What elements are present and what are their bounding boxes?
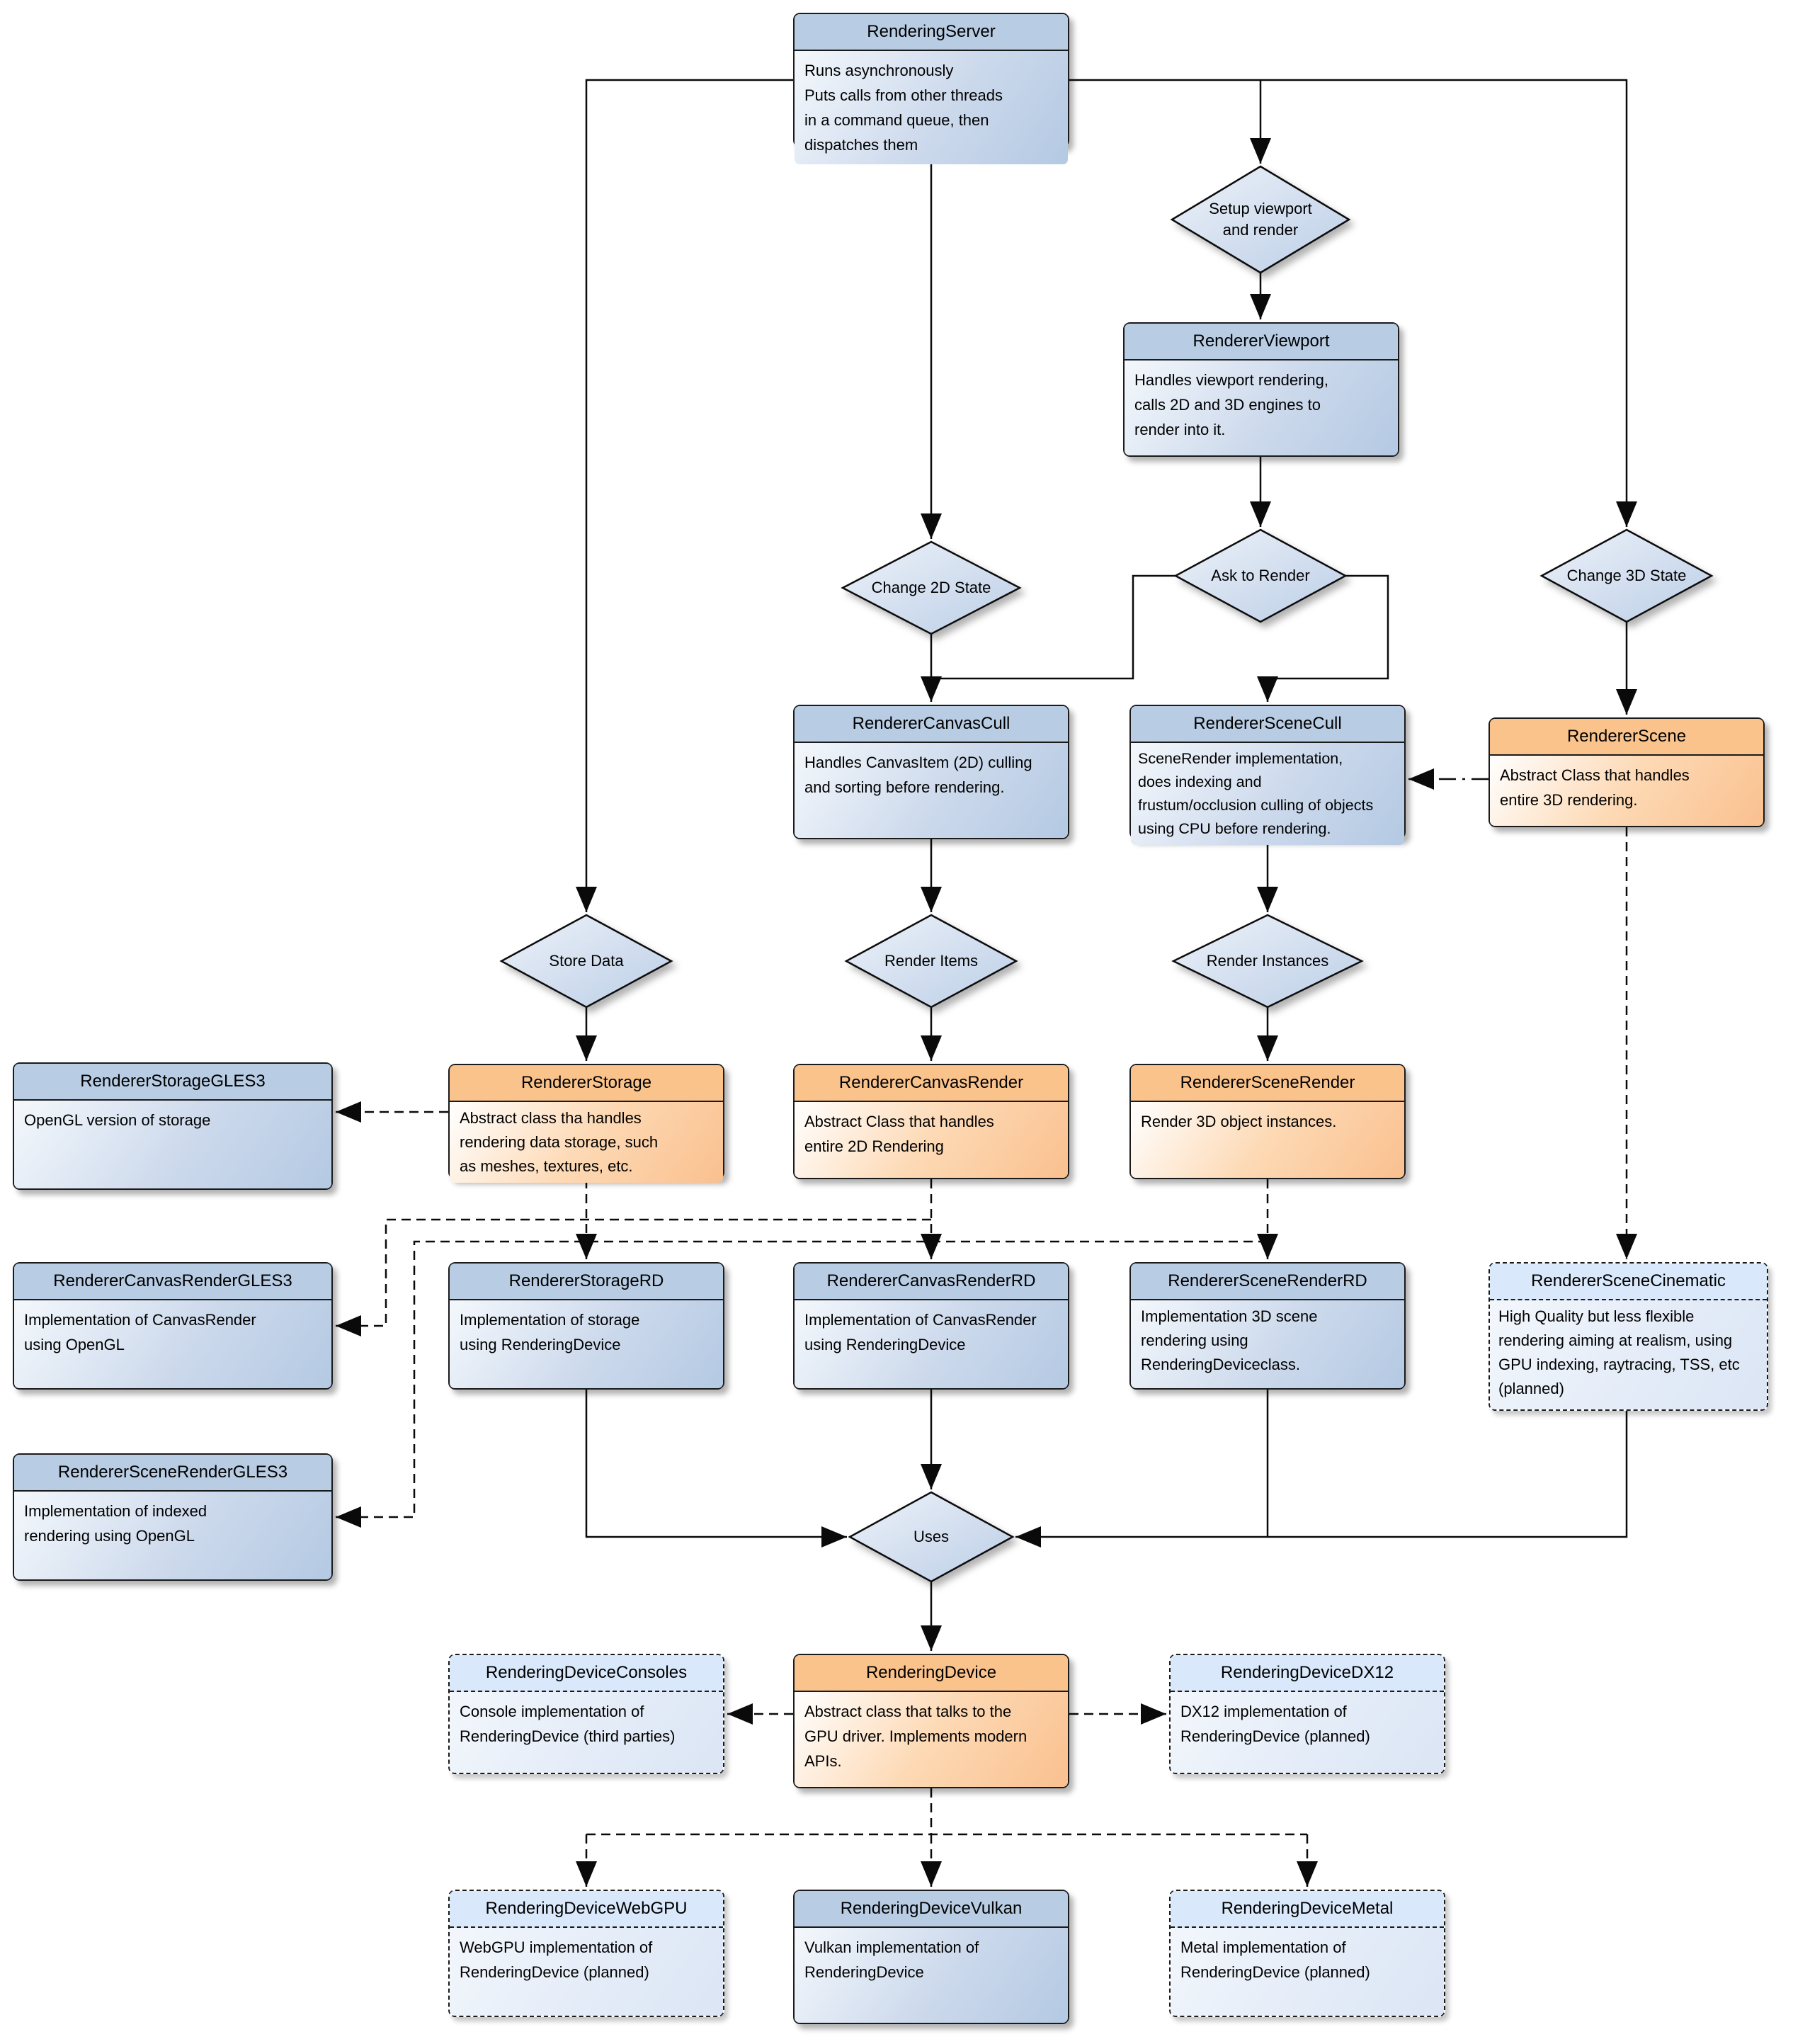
node-body: Implementation 3D scene rendering using …	[1131, 1300, 1404, 1388]
node-title: RendererSceneRenderGLES3	[14, 1455, 331, 1492]
node-body: Implementation of storage using Renderin…	[450, 1300, 723, 1388]
node-title: RendererCanvasRenderGLES3	[14, 1264, 331, 1300]
node-title: RenderingDeviceWebGPU	[450, 1891, 723, 1928]
node-title: RenderingDevice	[795, 1655, 1068, 1692]
node-title: RendererSceneRender	[1131, 1065, 1404, 1102]
node-title: RendererCanvasCull	[795, 706, 1068, 743]
diamond-label-uses: Uses	[913, 1528, 950, 1545]
node-renderer-scene-render-rd: RendererSceneRenderRD Implementation 3D …	[1129, 1262, 1406, 1390]
node-title: RendererSceneCinematic	[1490, 1264, 1767, 1300]
diamond-label-store-data: Store Data	[549, 952, 624, 970]
node-title: RenderingDeviceMetal	[1171, 1891, 1444, 1928]
node-body: Abstract Class that handles entire 2D Re…	[795, 1102, 1068, 1178]
node-title: RendererCanvasRender	[795, 1065, 1068, 1102]
node-body: Implementation of CanvasRender using Ope…	[14, 1300, 331, 1388]
node-title: RendererCanvasRenderRD	[795, 1264, 1068, 1300]
node-body: WebGPU implementation of RenderingDevice…	[450, 1928, 723, 2016]
diamond-ask-to-render	[1173, 528, 1348, 623]
node-body: Metal implementation of RenderingDevice …	[1171, 1928, 1444, 2016]
diamond-change-2d-state	[841, 540, 1022, 635]
solid-edges	[576, 79, 1637, 1651]
diamond-label-change-2d-state: Change 2D State	[871, 579, 991, 596]
diamond-store-data	[499, 914, 673, 1009]
node-body: Implementation of indexed rendering usin…	[14, 1492, 331, 1579]
diamond-render-instances	[1171, 914, 1364, 1009]
node-rendering-device: RenderingDevice Abstract class that talk…	[793, 1654, 1069, 1788]
node-body: SceneRender implementation, does indexin…	[1131, 743, 1404, 845]
diamond-label-ask-to-render: Ask to Render	[1211, 567, 1310, 584]
node-renderer-scene-render: RendererSceneRender Render 3D object ins…	[1129, 1064, 1406, 1179]
node-rendering-device-webgpu: RenderingDeviceWebGPU WebGPU implementat…	[448, 1890, 724, 2017]
diamond-change-3d-state	[1539, 528, 1714, 623]
node-rendering-server: RenderingServer Runs asynchronously Puts…	[793, 13, 1069, 164]
node-title: RendererStorage	[450, 1065, 723, 1102]
node-title: RenderingDeviceDX12	[1171, 1655, 1444, 1692]
node-body: Handles CanvasItem (2D) culling and sort…	[795, 743, 1068, 838]
diamond-label-change-3d-state: Change 3D State	[1566, 567, 1687, 584]
node-renderer-canvas-render-rd: RendererCanvasRenderRD Implementation of…	[793, 1262, 1069, 1390]
node-renderer-scene-cull: RendererSceneCull SceneRender implementa…	[1129, 705, 1406, 845]
node-title: RendererStorageGLES3	[14, 1064, 331, 1101]
node-renderer-viewport: RendererViewport Handles viewport render…	[1123, 322, 1399, 457]
node-renderer-storage-gles3: RendererStorageGLES3 OpenGL version of s…	[13, 1062, 333, 1190]
diamond-label-setup-viewport: Setup viewport and render	[1209, 200, 1312, 239]
node-title: RendererViewport	[1125, 324, 1398, 360]
node-title: RenderingDeviceVulkan	[795, 1891, 1068, 1928]
dashed-edges	[336, 827, 1637, 1887]
node-title: RendererSceneCull	[1131, 706, 1404, 743]
node-rendering-device-dx12: RenderingDeviceDX12 DX12 implementation …	[1169, 1654, 1445, 1774]
node-body: Handles viewport rendering, calls 2D and…	[1125, 360, 1398, 455]
node-body: Console implementation of RenderingDevic…	[450, 1692, 723, 1773]
node-title: RenderingDeviceConsoles	[450, 1655, 723, 1692]
node-title: RendererStorageRD	[450, 1264, 723, 1300]
node-body: OpenGL version of storage	[14, 1101, 331, 1188]
node-renderer-scene: RendererScene Abstract Class that handle…	[1489, 717, 1765, 827]
node-title: RendererSceneRenderRD	[1131, 1264, 1404, 1300]
diamond-uses	[848, 1491, 1015, 1583]
node-rendering-device-metal: RenderingDeviceMetal Metal implementatio…	[1169, 1890, 1445, 2017]
node-renderer-storage-rd: RendererStorageRD Implementation of stor…	[448, 1262, 724, 1390]
node-body: Vulkan implementation of RenderingDevice	[795, 1928, 1068, 2023]
diamond-setup-viewport	[1170, 165, 1351, 274]
node-body: High Quality but less flexible rendering…	[1490, 1300, 1767, 1409]
node-body: Abstract class that talks to the GPU dri…	[795, 1692, 1068, 1787]
diamond-shapes	[499, 165, 1714, 1583]
node-renderer-canvas-render-gles3: RendererCanvasRenderGLES3 Implementation…	[13, 1262, 333, 1390]
node-rendering-device-vulkan: RenderingDeviceVulkan Vulkan implementat…	[793, 1890, 1069, 2024]
node-body: Runs asynchronously Puts calls from othe…	[795, 51, 1068, 164]
node-title: RenderingServer	[795, 14, 1068, 51]
node-renderer-canvas-render: RendererCanvasRender Abstract Class that…	[793, 1064, 1069, 1179]
node-body: Render 3D object instances.	[1131, 1102, 1404, 1178]
node-rendering-device-consoles: RenderingDeviceConsoles Console implemen…	[448, 1654, 724, 1774]
node-body: Abstract class tha handles rendering dat…	[450, 1102, 723, 1183]
node-renderer-scene-render-gles3: RendererSceneRenderGLES3 Implementation …	[13, 1453, 333, 1581]
node-body: Abstract Class that handles entire 3D re…	[1490, 756, 1763, 826]
node-title: RendererScene	[1490, 719, 1763, 756]
node-body: Implementation of CanvasRender using Ren…	[795, 1300, 1068, 1388]
diamond-label-render-items: Render Items	[884, 952, 979, 970]
diamond-label-render-instances: Render Instances	[1206, 952, 1329, 970]
node-renderer-scene-cinematic: RendererSceneCinematic High Quality but …	[1489, 1262, 1768, 1411]
diamond-render-items	[844, 914, 1018, 1009]
node-renderer-storage: RendererStorage Abstract class tha handl…	[448, 1064, 724, 1183]
node-body: DX12 implementation of RenderingDevice (…	[1171, 1692, 1444, 1773]
node-renderer-canvas-cull: RendererCanvasCull Handles CanvasItem (2…	[793, 705, 1069, 839]
